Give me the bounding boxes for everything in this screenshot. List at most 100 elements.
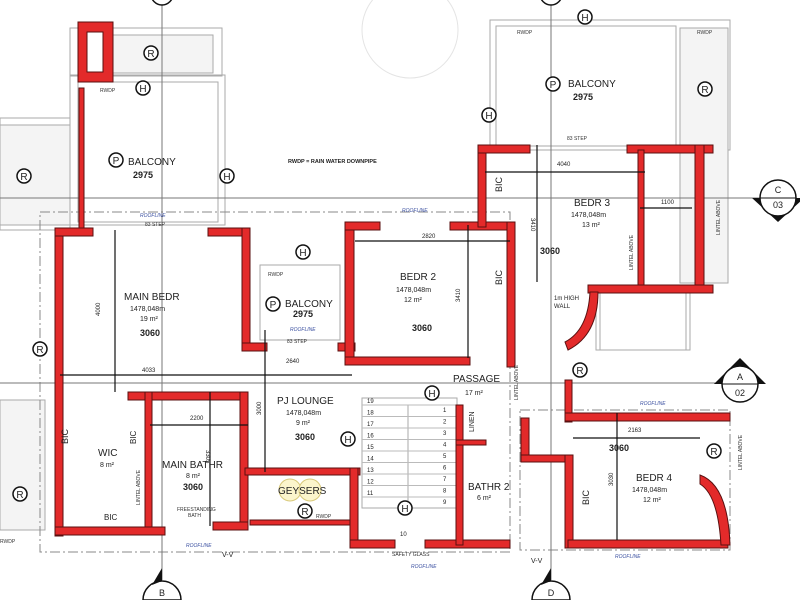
grid-bubbles[interactable]: B D C 03 A 02 — [142, 0, 800, 600]
lintel-label: LINTEL ABOVE — [738, 434, 744, 470]
h-marker: H — [577, 9, 593, 25]
stair-number: 11 — [367, 491, 374, 497]
room-bedr-2: BEDR 2 1478,048m 12 m² 3060 — [396, 272, 437, 333]
section-marker-a: A 02 — [714, 358, 766, 403]
label-text: 03 — [773, 200, 783, 210]
label-text: 3060 — [540, 246, 560, 256]
lintel-label: LINTEL ABOVE — [136, 469, 142, 505]
stair-number: 14 — [367, 457, 374, 463]
bic-label: BIC — [104, 513, 118, 522]
roofline-label: ROOFLINE — [640, 401, 666, 407]
dim-bath-h: 3305 — [204, 450, 210, 464]
label-text: BATHR 2 — [468, 482, 510, 493]
label-text: H — [485, 111, 492, 122]
label-text: 12 m² — [643, 497, 662, 504]
stair-number: 18 — [367, 411, 374, 417]
r-marker: R — [297, 503, 313, 519]
grid-bubble-top-d — [540, 0, 562, 6]
label-text: P — [113, 156, 120, 167]
h-marker: H — [219, 168, 235, 184]
rwdp-label: RWDP — [100, 88, 116, 94]
stair-number: 7 — [443, 477, 447, 483]
label-text: PASSAGE — [453, 374, 500, 385]
room-pj-lounge: PJ LOUNGE 1478,048m 9 m² 3060 — [277, 396, 334, 442]
bic-label: BIC — [60, 428, 70, 444]
section-marker-c: C 03 — [752, 179, 800, 222]
roofline-label: ROOFLINE — [140, 213, 166, 219]
annotations: RWDP = RAIN WATER DOWNPIPE RWDP RWDP RWD… — [0, 30, 744, 570]
label-text: WIC — [98, 448, 117, 459]
label-text: BALCONY — [568, 79, 616, 90]
step-label: 83 STEP — [145, 222, 166, 228]
p-marker: P — [265, 296, 281, 312]
label-text: 6 m² — [477, 495, 492, 502]
step-label: 83 STEP — [567, 136, 588, 142]
lintel-label: LINTEL ABOVE — [629, 234, 635, 270]
gravel-area — [112, 34, 214, 74]
rwdp-label: RWDP — [517, 30, 533, 36]
context-lines — [0, 0, 731, 553]
markers: H H H H H H H H R R R R R R R R P P P — [12, 9, 722, 519]
h-marker: H — [295, 244, 311, 260]
label-text: 3060 — [183, 482, 203, 492]
label-text: A — [737, 372, 743, 382]
label-text: 1478,048m — [130, 306, 165, 313]
label-text: P — [270, 300, 277, 311]
step-label: 83 STEP — [287, 339, 308, 345]
label-text: 02 — [735, 388, 745, 398]
label-text: 3060 — [609, 443, 629, 453]
label-text: 3060 — [412, 323, 432, 333]
label-text: PJ LOUNGE — [277, 396, 334, 407]
stair-number: 17 — [367, 422, 374, 428]
label-text: BEDR 4 — [636, 473, 673, 484]
label-text: BEDR 3 — [574, 198, 611, 209]
stair-landing-number: 10 — [400, 532, 407, 538]
label-text: H — [344, 435, 351, 446]
label-text: R — [301, 507, 308, 518]
rwdp-label: RWDP — [697, 30, 713, 36]
label-text: 2975 — [133, 170, 153, 180]
stair-number: 15 — [367, 445, 374, 451]
dim-bedr4-w: 2163 — [628, 428, 642, 434]
bic-label: BIC — [494, 176, 504, 192]
stair-number: 6 — [443, 466, 447, 472]
label-text: 1478,048m — [632, 487, 667, 494]
stair-number: 13 — [367, 468, 374, 474]
lintel-label: LINTEL ABOVE — [716, 199, 722, 235]
bic-label: BIC — [581, 489, 591, 505]
dim-balcony-mid-w: 2640 — [286, 359, 300, 365]
label-text: MAIN BEDR — [124, 292, 180, 303]
stair-number: 3 — [443, 431, 447, 437]
label-text: D — [548, 588, 555, 598]
stair-number: 4 — [443, 443, 447, 449]
label-text: BEDR 2 — [400, 272, 437, 283]
room-bathr-2: BATHR 2 6 m² — [468, 482, 510, 502]
h-marker: H — [340, 431, 356, 447]
label-text: H — [299, 248, 306, 259]
gravel-area — [0, 399, 46, 531]
roofline-label: ROOFLINE — [290, 327, 316, 333]
stair-number: 16 — [367, 434, 374, 440]
stair-number: 1 — [443, 408, 447, 414]
label-text: BATH — [188, 513, 201, 519]
dim-bedr3-w: 4040 — [557, 162, 571, 168]
vv-label: V-V — [222, 552, 234, 559]
h-marker: H — [481, 107, 497, 123]
label-text: P — [550, 80, 557, 91]
dimension-labels: 4000 4033 2640 2820 3410 4040 3410 1100 … — [96, 162, 675, 486]
roofline-label: ROOFLINE — [186, 543, 212, 549]
label-text: MAIN BATHR — [162, 460, 223, 471]
label-text: 1478,048m — [396, 287, 431, 294]
label-text: R — [576, 366, 583, 377]
h-marker: H — [135, 80, 151, 96]
walls — [54, 21, 731, 549]
h-marker: H — [397, 500, 413, 516]
roofline-label: ROOFLINE — [402, 208, 428, 214]
rwdp-note: RWDP = RAIN WATER DOWNPIPE — [288, 159, 377, 165]
high-wall-label: 1m HIGH — [554, 296, 579, 302]
room-wic: WIC 8 m² — [98, 448, 117, 469]
label-text: R — [710, 447, 717, 458]
room-main-bathr: MAIN BATHR 8 m² 3060 FREESTANDING BATH — [162, 460, 223, 519]
label-text: R — [147, 49, 154, 60]
